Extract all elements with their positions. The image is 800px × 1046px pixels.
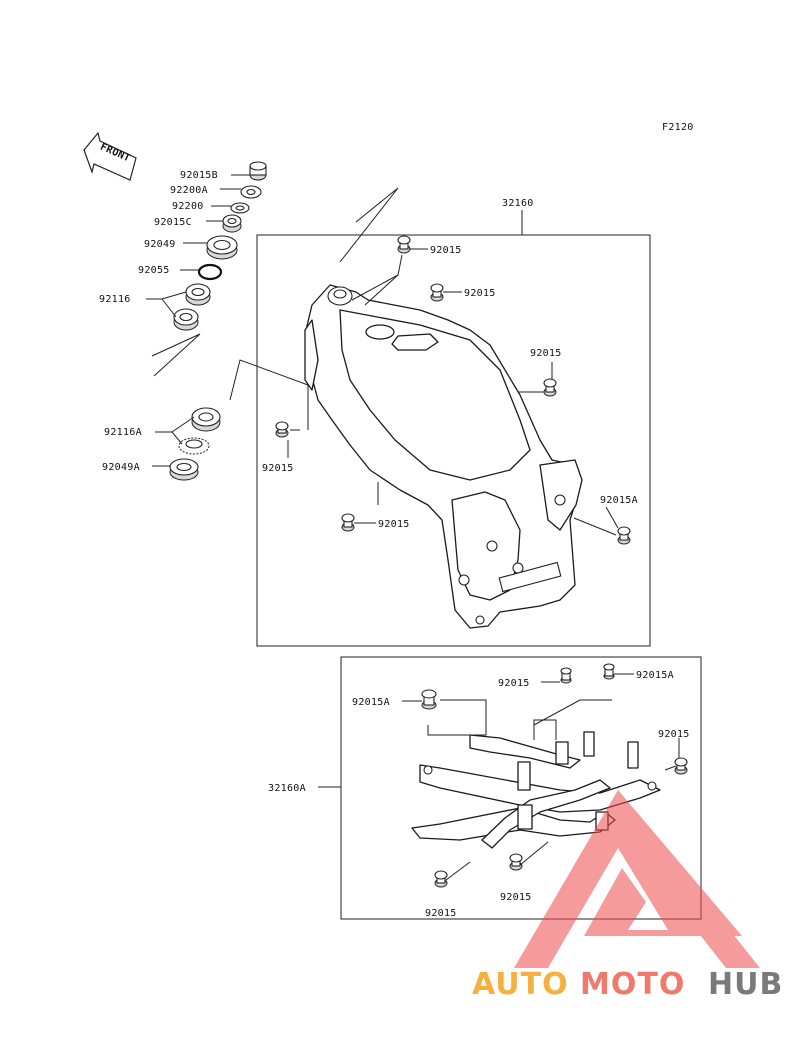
watermark-logo-icon <box>514 790 760 968</box>
bolt-icon <box>617 526 631 545</box>
washer-92200a <box>240 185 262 199</box>
label-bolt-92015-c: 92015 <box>530 348 562 359</box>
watermark-part-hub: HUB <box>708 967 783 1002</box>
front-arrow-icon: FRONT <box>83 131 137 181</box>
bolt-icon <box>341 513 355 532</box>
main-frame-bolts <box>275 235 631 545</box>
steering-stem-parts <box>146 161 399 481</box>
label-92116a: 92116A <box>104 427 142 438</box>
watermark-text: AUTO MOTO HUB <box>472 967 783 1002</box>
bolt-icon <box>560 667 572 684</box>
label-sub-bolt-92015-top: 92015 <box>498 678 530 689</box>
label-sub-bolt-92015-right: 92015 <box>658 729 690 740</box>
stem-nut-92015c <box>222 214 242 233</box>
label-bolt-92015-b: 92015 <box>464 288 496 299</box>
seal-92049a <box>169 458 199 481</box>
label-sub-bolt-92015-lower-left: 92015 <box>425 908 457 919</box>
bolt-icon <box>434 870 448 888</box>
label-sub-bolt-92015a-left: 92015A <box>352 697 390 708</box>
bolt-icon <box>275 421 289 438</box>
diagram-code: F2120 <box>662 122 694 133</box>
main-frame-drawing <box>304 254 583 629</box>
label-main-frame: 32160 <box>502 198 534 209</box>
label-bolt-92015-a: 92015 <box>430 245 462 256</box>
sub-frame-box <box>340 656 702 920</box>
seal-92049 <box>206 235 238 260</box>
label-92015c: 92015C <box>154 217 192 228</box>
label-bolt-92015-d: 92015 <box>262 463 294 474</box>
bolt-icon <box>543 378 557 397</box>
bearing-92116a <box>178 407 221 455</box>
sub-frame-bolts <box>402 663 688 888</box>
bolt-icon <box>509 853 523 871</box>
label-92049: 92049 <box>144 239 176 250</box>
sub-frame-drawing <box>411 699 661 849</box>
bearing-92116-upper <box>185 283 211 306</box>
stem-nut-92015b <box>249 161 267 181</box>
label-92200: 92200 <box>172 201 204 212</box>
label-bolt-92015-e: 92015 <box>378 519 410 530</box>
bolt-icon <box>421 689 437 710</box>
label-92116: 92116 <box>99 294 131 305</box>
watermark-part-moto: MOTO <box>580 967 685 1002</box>
bolt-icon <box>430 283 444 302</box>
main-frame-box <box>256 234 651 647</box>
bearing-92116-lower <box>173 308 199 331</box>
label-sub-frame: 32160A <box>268 783 306 794</box>
label-bolt-92015a: 92015A <box>600 495 638 506</box>
label-92200a: 92200A <box>170 185 208 196</box>
label-92055: 92055 <box>138 265 170 276</box>
triangle-logo-icon <box>514 790 742 968</box>
watermark-part-auto: AUTO <box>472 967 569 1002</box>
label-sub-bolt-92015a-right: 92015A <box>636 670 674 681</box>
label-92015b: 92015B <box>180 170 218 181</box>
bolt-icon <box>603 663 615 680</box>
washer-92200 <box>230 202 250 214</box>
label-92049a: 92049A <box>102 462 140 473</box>
o-ring-92055 <box>197 263 223 281</box>
label-sub-bolt-92015-bottom: 92015 <box>500 892 532 903</box>
bolt-icon <box>674 757 688 775</box>
bolt-icon <box>397 235 411 254</box>
